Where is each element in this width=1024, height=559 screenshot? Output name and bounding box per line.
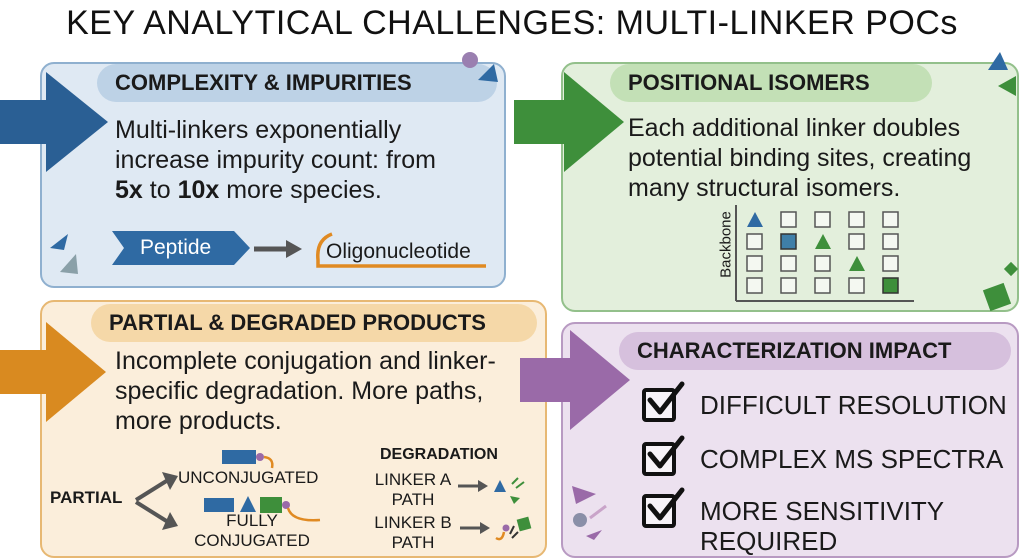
impact-item-label: MORE SENSITIVITY	[700, 496, 945, 526]
impact-arrow-icon	[520, 330, 630, 430]
fully-conjugated-label: FULLY CONJUGATED	[194, 511, 310, 550]
partial-heading: PARTIAL & DEGRADED PRODUCTS	[91, 304, 537, 342]
isomer-cell-square	[848, 233, 865, 250]
isomer-cell-square	[780, 211, 797, 228]
complexity-text: Multi-linkers exponentially increase imp…	[115, 116, 436, 204]
peptide-label: Peptide	[140, 236, 212, 259]
impact-item-label: COMPLEX MS SPECTRA	[700, 444, 1004, 474]
isomers-arrow-icon	[514, 72, 624, 172]
isomer-cell-triangle	[815, 234, 831, 249]
impact-item-label: REQUIRED	[700, 526, 838, 556]
isomer-cell-square	[814, 211, 831, 228]
fully-conjugated-molecule-icon	[204, 496, 321, 522]
isomer-cell-square	[814, 255, 831, 272]
isomer-cell-triangle	[747, 212, 763, 227]
isomer-cell-square	[882, 233, 899, 250]
degradation-label: DEGRADATION	[380, 446, 498, 463]
decor-shapes-impact-icon	[572, 486, 607, 540]
page-title: KEY ANALYTICAL CHALLENGES: MULTI-LINKER …	[66, 4, 958, 42]
complexity-heading: COMPLEXITY & IMPURITIES	[97, 64, 497, 102]
linker-a-path-label: LINKER A PATH	[374, 470, 452, 509]
partial-label: PARTIAL	[50, 488, 123, 507]
partial-arrow-icon	[0, 322, 106, 422]
isomer-cell-square	[780, 277, 797, 294]
isomer-cell-square	[882, 211, 899, 228]
impact-heading: CHARACTERIZATION IMPACT	[619, 332, 1011, 370]
isomer-cell-square	[848, 211, 865, 228]
isomer-cell-square	[780, 233, 797, 250]
isomer-cell-square	[814, 277, 831, 294]
isomer-cell-square	[882, 277, 899, 294]
isomers-text: Each additional linker doubles potential…	[628, 114, 972, 202]
isomer-cell-square	[848, 277, 865, 294]
conversion-arrow-icon	[254, 240, 302, 258]
linker-a-fragments-icon	[458, 477, 525, 504]
partial-panel	[40, 300, 547, 558]
isomer-cell-square	[746, 255, 763, 272]
isomer-grid-cells	[746, 211, 899, 294]
isomer-cell-square	[746, 233, 763, 250]
checkbox-checked-icon	[642, 487, 685, 528]
isomers-heading: POSITIONAL ISOMERS	[610, 64, 932, 102]
impact-item-label: DIFFICULT RESOLUTION	[700, 390, 1007, 420]
decor-shapes-left-icon	[50, 234, 78, 274]
decor-shapes-topright-icon	[988, 52, 1016, 96]
partial-text: Incomplete conjugation and linker-specif…	[115, 347, 496, 435]
oligonucleotide-label: Oligonucleotide	[326, 240, 471, 263]
linker-b-fragments-icon	[460, 516, 532, 541]
decor-shapes-top-icon	[462, 52, 498, 82]
checkbox-checked-icon	[642, 435, 685, 476]
linker-b-path-label: LINKER B PATH	[374, 513, 452, 552]
isomer-cell-square	[746, 277, 763, 294]
isomer-grid	[735, 205, 914, 302]
unconjugated-molecule-icon	[222, 450, 274, 469]
oligo-strand-icon	[316, 232, 486, 268]
partial-branch-arrows-icon	[134, 472, 178, 530]
complexity-arrow-icon	[0, 72, 108, 172]
unconjugated-label: UNCONJUGATED	[178, 468, 319, 487]
isomer-cell-square	[780, 255, 797, 272]
isomer-cell-square	[882, 255, 899, 272]
peptide-tag-icon	[112, 231, 250, 265]
decor-shapes-right-icon	[982, 261, 1019, 312]
checkbox-checked-icon	[642, 381, 685, 422]
isomer-cell-triangle	[849, 256, 865, 271]
